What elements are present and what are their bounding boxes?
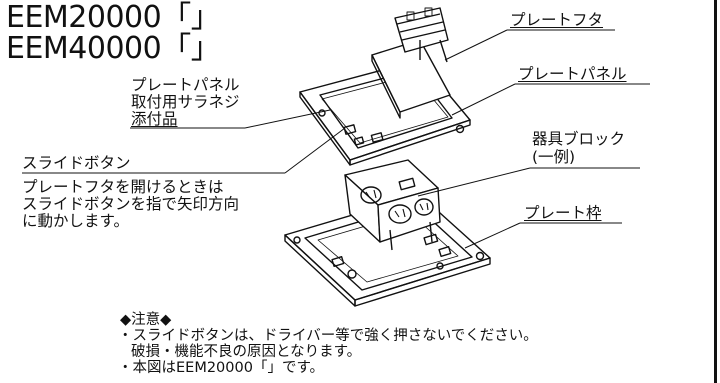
label-screw-line-3: 添付品 [131, 110, 178, 128]
leader-lines [22, 29, 650, 249]
caution-item-1-cont: 破損・機能不良の原因となります。 [131, 344, 362, 360]
caution-item-2: ・本図はEEM20000「」です。 [118, 360, 325, 376]
slide-instruction-line-3: に動かします。 [22, 212, 129, 230]
label-plate-lid: プレートフタ [510, 11, 604, 29]
plate-lid-drawing [371, 7, 451, 119]
model-number-1: EEM20000「」 [6, 0, 221, 35]
label-screw-line-2: 取付用サラネジ [131, 93, 240, 111]
label-plate-panel: プレートパネル [518, 65, 627, 83]
caution-item-1: ・スライドボタンは、ドライバー等で強く押さないでください。 [118, 328, 538, 344]
label-device-block: 器具ブロック [532, 130, 626, 148]
right-border [714, 0, 717, 383]
model-number-2: EEM40000「」 [6, 31, 221, 66]
label-plate-frame: プレート枠 [524, 204, 602, 222]
caution-heading: ◆注意◆ [120, 312, 172, 328]
slide-instruction-line-2: スライドボタンを指で矢印方向 [22, 195, 240, 213]
device-block-drawing [344, 159, 441, 251]
label-screw-line-1: プレートパネル [131, 76, 240, 94]
label-slide-button: スライドボタン [22, 154, 131, 172]
slide-instruction-line-1: プレートフタを開けるときは [22, 178, 224, 196]
label-device-block-example: (一例) [532, 148, 576, 166]
